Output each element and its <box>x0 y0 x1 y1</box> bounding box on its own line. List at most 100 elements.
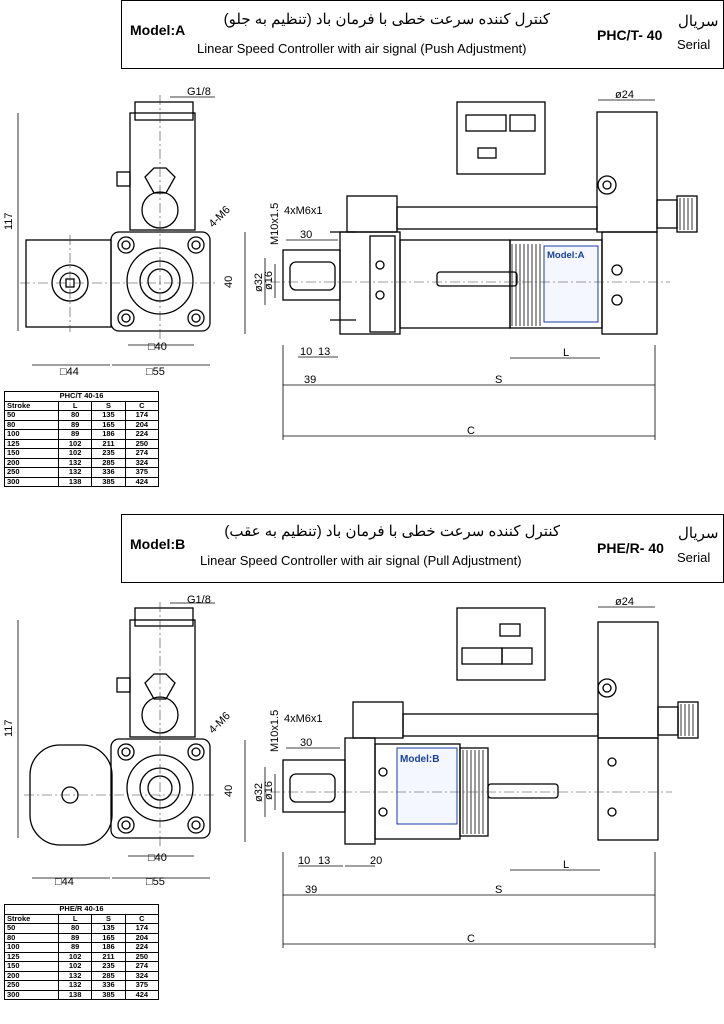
dim-13-b: 13 <box>318 855 330 867</box>
table-cell: 138 <box>57 476 93 487</box>
dim-40-b: 40 <box>223 785 235 797</box>
dim-4m6-a: 4-M6 <box>207 204 233 230</box>
table-cell: 102 <box>57 961 93 972</box>
dim-phi32-a: ø32 <box>253 273 265 292</box>
table-cell: 385 <box>91 476 126 487</box>
solenoid-coil-b <box>129 619 196 738</box>
dim-m6x1-a: 4xM6x1 <box>284 205 323 217</box>
dim-sq55-a: □55 <box>146 366 165 378</box>
table-cell: 385 <box>91 989 126 1000</box>
table-cell: 250 <box>4 467 59 478</box>
table-cell: 125 <box>4 438 59 449</box>
table-cell: 224 <box>124 942 160 953</box>
solenoid-coil-a <box>129 112 196 231</box>
table-cell: 274 <box>124 448 160 459</box>
table-cell: 150 <box>4 448 59 459</box>
pneumatic-schematic-a <box>456 101 546 175</box>
dim-sq40-b: □40 <box>148 852 167 864</box>
dim-30-a: 30 <box>300 229 312 241</box>
dim-m10-b: M10x1.5 <box>269 710 281 752</box>
dim-117-b: 117 <box>3 719 15 737</box>
rear-solenoid-b <box>597 621 659 739</box>
serial-fa-b: سریال <box>678 525 719 542</box>
table-caption-b: PHE/R 40-16 <box>4 904 159 915</box>
table-cell: 200 <box>4 970 59 981</box>
table-header: C <box>124 913 160 924</box>
dim-30-b: 30 <box>300 737 312 749</box>
table-cell: 89 <box>57 932 93 943</box>
table-cell: 300 <box>4 989 59 1000</box>
serial-fa-a: سریال <box>678 13 719 30</box>
table-cell: 274 <box>124 961 160 972</box>
table-cell: 80 <box>57 923 93 934</box>
table-cell: 324 <box>124 970 160 981</box>
name-plate-b <box>396 747 458 825</box>
dim-phi32-b: ø32 <box>253 783 265 802</box>
upper-bracket-a <box>346 195 398 233</box>
table-cell: 204 <box>124 932 160 943</box>
table-cell: 135 <box>91 410 126 421</box>
table-cell: 89 <box>57 942 93 953</box>
dim-39-a: 39 <box>304 374 316 386</box>
table-cell: 89 <box>57 419 93 430</box>
table-cell: 100 <box>4 942 59 953</box>
table-cell: 285 <box>91 457 126 468</box>
dim-sq44-b: □44 <box>55 876 74 888</box>
table-cell: 150 <box>4 961 59 972</box>
serial-en-a: Serial <box>677 37 711 52</box>
table-cell: 211 <box>91 438 126 449</box>
table-cell: 100 <box>4 429 59 440</box>
title-en-b: Linear Speed Controller with air signal … <box>200 553 522 568</box>
table-cell: 138 <box>57 989 93 1000</box>
table-cell: 375 <box>124 980 160 991</box>
dim-40-a: 40 <box>223 276 235 288</box>
plate-model-a: Model:A <box>547 250 585 261</box>
table-cell: 125 <box>4 951 59 962</box>
side-block-a <box>25 239 112 328</box>
table-cell: 80 <box>4 932 59 943</box>
table-cell: 250 <box>4 980 59 991</box>
serial-en-b: Serial <box>677 550 711 565</box>
dim-c-a: C <box>467 425 475 437</box>
table-cell: 204 <box>124 419 160 430</box>
dim-sq44-a: □44 <box>60 366 79 378</box>
dim-phi24-b: ø24 <box>615 596 634 608</box>
dim-10-b: 10 <box>298 855 310 867</box>
dim-117-a: 117 <box>3 212 15 230</box>
table-cell: 132 <box>57 467 93 478</box>
dim-20-b: 20 <box>370 855 382 867</box>
table-cell: 186 <box>91 429 126 440</box>
table-cell: 235 <box>91 448 126 459</box>
dim-c-b: C <box>467 933 475 945</box>
table-cell: 132 <box>57 970 93 981</box>
table-cell: 211 <box>91 951 126 962</box>
dim-39-b: 39 <box>305 884 317 896</box>
table-cell: 165 <box>91 419 126 430</box>
table-caption-a: PHC/T 40-16 <box>4 391 159 402</box>
table-cell: 285 <box>91 970 126 981</box>
title-fa-b: کنترل کننده سرعت خطی با فرمان باد (تنظیم… <box>224 523 560 540</box>
plate-model-b: Model:B <box>400 754 439 765</box>
dim-s-b: S <box>495 884 502 896</box>
table-cell: 336 <box>91 980 126 991</box>
title-en-a: Linear Speed Controller with air signal … <box>197 41 527 56</box>
table-cell: 50 <box>4 410 59 421</box>
table-header: S <box>91 400 126 411</box>
table-cell: 165 <box>91 932 126 943</box>
drawing-a: Model:A G1/8 117 4-M6 □40 □44 □55 ø24 M <box>3 86 698 440</box>
dim-phi16-a: ø16 <box>263 271 275 290</box>
flange-square-a <box>110 231 211 332</box>
table-cell: 375 <box>124 467 160 478</box>
dim-m6x1-b: 4xM6x1 <box>284 713 323 725</box>
